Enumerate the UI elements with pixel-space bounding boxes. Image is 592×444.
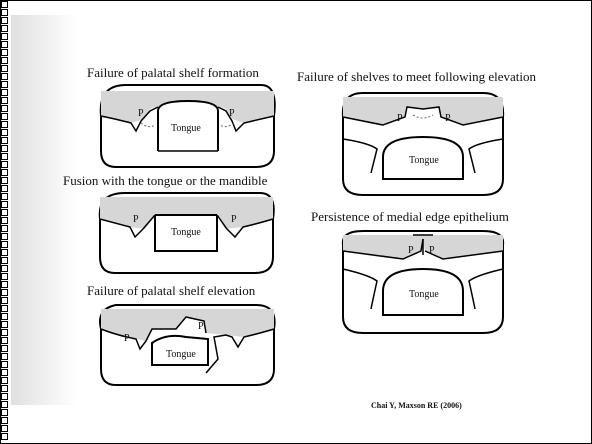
border-box (1, 273, 8, 280)
label-p: P (124, 333, 130, 344)
border-box (1, 209, 8, 216)
border-box (1, 49, 8, 56)
label-p: P (198, 321, 204, 332)
border-box (1, 385, 8, 392)
border-box (1, 425, 8, 432)
label-p: P (445, 113, 451, 124)
border-box (1, 361, 8, 368)
border-box (1, 305, 8, 312)
border-box (1, 225, 8, 232)
border-box (1, 137, 8, 144)
border-box (1, 121, 8, 128)
panel-shelf-elevation: Failure of palatal shelf elevation P P T… (81, 283, 291, 393)
border-box (1, 97, 8, 104)
border-box (1, 81, 8, 88)
border-box (1, 249, 8, 256)
border-box (1, 185, 8, 192)
border-box (1, 57, 8, 64)
border-box (1, 257, 8, 264)
border-box (1, 369, 8, 376)
border-box (1, 337, 8, 344)
border-box (1, 153, 8, 160)
border-box (1, 241, 8, 248)
label-p: P (133, 214, 139, 225)
border-box (1, 177, 8, 184)
border-box (1, 89, 8, 96)
palate-diagram: P P Tongue (333, 87, 513, 199)
border-box (1, 201, 8, 208)
palate-diagram: P Tongue P (85, 189, 285, 279)
border-box (1, 17, 8, 24)
border-box (1, 313, 8, 320)
border-box (1, 409, 8, 416)
border-box (1, 401, 8, 408)
label-tongue: Tongue (171, 227, 201, 238)
panel-medial-edge: Persistence of medial edge epithelium P … (297, 209, 547, 339)
border-box (1, 217, 8, 224)
border-box (1, 105, 8, 112)
palate-diagram: P Tongue P (86, 81, 286, 171)
border-box (1, 417, 8, 424)
border-box (1, 161, 8, 168)
border-box (1, 289, 8, 296)
border-box (1, 113, 8, 120)
palate-diagram: P P Tongue (333, 225, 513, 337)
border-box (1, 321, 8, 328)
border-box (1, 145, 8, 152)
border-box (1, 393, 8, 400)
label-p: P (408, 245, 414, 256)
panel-caption: Persistence of medial edge epithelium (311, 209, 509, 225)
label-tongue: Tongue (166, 349, 196, 360)
label-p: P (138, 108, 144, 119)
border-box (1, 9, 8, 16)
border-box (1, 233, 8, 240)
border-box (1, 41, 8, 48)
palate-diagram: P P Tongue (86, 299, 286, 389)
border-box (1, 65, 8, 72)
border-box (1, 281, 8, 288)
label-p: P (429, 245, 435, 256)
border-box (1, 33, 8, 40)
left-border-strip (1, 1, 11, 443)
label-tongue: Tongue (171, 123, 201, 134)
border-box (1, 25, 8, 32)
label-tongue: Tongue (409, 289, 439, 300)
panel-fusion-tongue: Fusion with the tongue or the mandible P… (63, 173, 293, 281)
border-box (1, 433, 8, 440)
panel-shelves-meet: Failure of shelves to meet following ele… (297, 69, 547, 199)
border-box (1, 73, 8, 80)
panel-shelf-formation: Failure of palatal shelf formation P Ton… (81, 65, 291, 171)
border-box (1, 1, 8, 8)
label-p: P (397, 113, 403, 124)
citation: Chai Y, Maxson RE (2006) (371, 401, 462, 410)
border-box (1, 353, 8, 360)
border-box (1, 329, 8, 336)
border-box (1, 297, 8, 304)
border-box (1, 129, 8, 136)
label-p: P (229, 108, 235, 119)
label-p: P (231, 214, 237, 225)
panel-caption: Failure of palatal shelf elevation (87, 283, 255, 299)
label-tongue: Tongue (409, 155, 439, 166)
border-box (1, 193, 8, 200)
border-box (1, 345, 8, 352)
panel-caption: Fusion with the tongue or the mandible (63, 173, 267, 189)
panel-caption: Failure of palatal shelf formation (87, 65, 259, 81)
border-box (1, 377, 8, 384)
border-box (1, 265, 8, 272)
border-box (1, 169, 8, 176)
panel-caption: Failure of shelves to meet following ele… (297, 69, 536, 85)
